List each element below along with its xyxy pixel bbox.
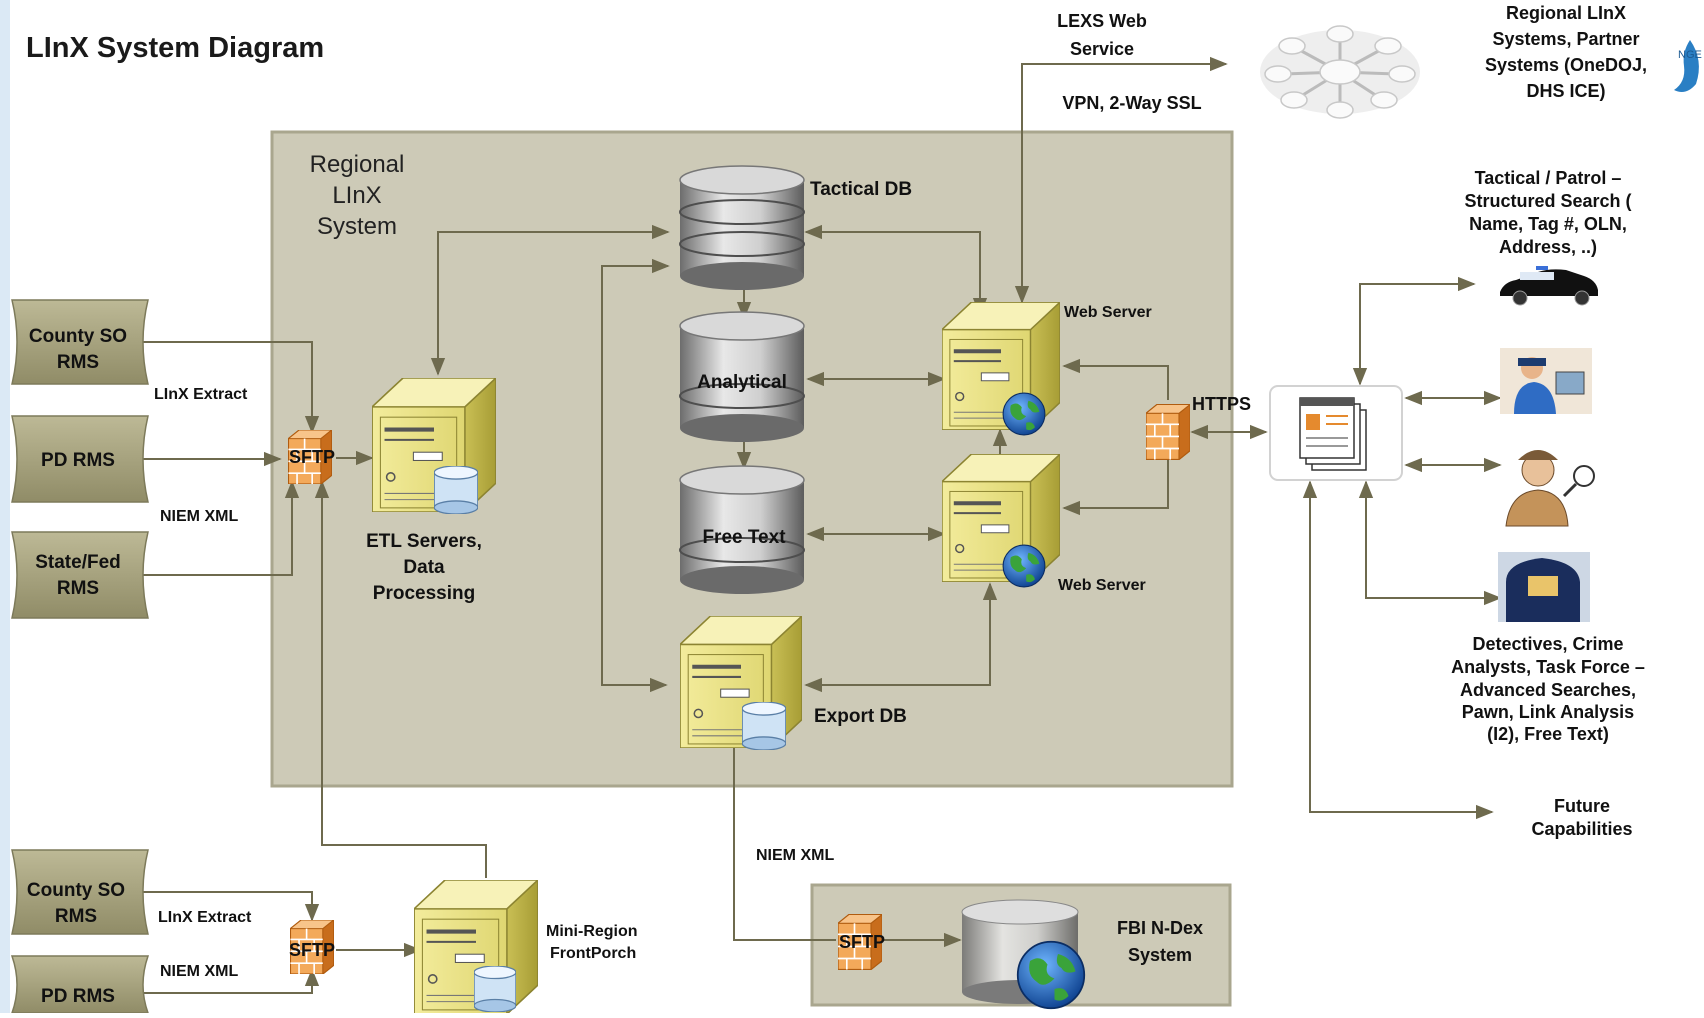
sftp-fbi-label: SFTP: [839, 932, 885, 952]
etl-server: ETL Servers, Data Processing: [366, 378, 496, 604]
web-server-1-label: Web Server: [1064, 304, 1152, 321]
database-icon: [742, 702, 786, 750]
sftp-fbi: SFTP: [838, 914, 885, 970]
tactical-users-label-3: Name, Tag #, OLN,: [1469, 214, 1627, 234]
partners-label-2: Systems, Partner: [1492, 29, 1639, 49]
detectives-label-5: (I2), Free Text): [1487, 724, 1609, 744]
globe-icon: [1016, 940, 1086, 1010]
fbi-label-2: System: [1128, 945, 1192, 965]
regional-partners: Regional LInX Systems, Partner Systems (…: [1485, 3, 1647, 101]
partners-label-4: DHS ICE): [1526, 81, 1605, 101]
etl-label-3: Processing: [373, 583, 475, 604]
logo-fragment: NGE: [1674, 40, 1702, 92]
fbi-database: FBI N-Dex System: [961, 899, 1203, 1010]
source-pd-rms-label: PD RMS: [41, 450, 115, 471]
sftp-bottom-label: SFTP: [289, 940, 335, 960]
tactical-users: Tactical / Patrol – Structured Search ( …: [1464, 168, 1631, 257]
source-pd-rms: PD RMS: [11, 415, 149, 503]
database-icon: [434, 466, 478, 514]
export-db: Export DB: [680, 616, 907, 750]
tactical-users-label-4: Address, ..): [1499, 237, 1597, 257]
officer-icon: [1500, 348, 1592, 414]
detectives-label-1: Detectives, Crime: [1472, 634, 1623, 654]
etl-label-1: ETL Servers,: [366, 531, 482, 552]
linx-extract-label: LInX Extract: [154, 386, 248, 403]
mini-region-server: Mini-Region FrontPorch: [414, 880, 638, 1013]
lexs-web-service: LEXS Web Service VPN, 2-Way SSL: [1057, 11, 1202, 113]
web-server-2-label: Web Server: [1058, 577, 1146, 594]
detectives-label-4: Pawn, Link Analysis: [1462, 702, 1634, 722]
mini-region-label-1: Mini-Region: [546, 923, 638, 940]
logo-fragment-text: NGE: [1678, 49, 1702, 61]
sftp-main-label: SFTP: [289, 447, 335, 467]
analytical-db: Analytical: [679, 311, 805, 442]
detectives-label-2: Analysts, Task Force –: [1451, 657, 1645, 677]
export-db-label: Export DB: [814, 706, 907, 727]
future-label-1: Future: [1554, 796, 1610, 816]
database-icon: [474, 966, 516, 1012]
region-label-2: LInX: [332, 182, 381, 209]
left-edge-decoration: [0, 0, 10, 1013]
partners-label-1: Regional LInX: [1506, 3, 1626, 23]
source-bottom-county-label-2: RMS: [55, 906, 97, 927]
diagram-title: LInX System Diagram: [26, 32, 324, 64]
https-label: HTTPS: [1192, 394, 1251, 414]
source-state-fed-label-1: State/Fed: [35, 552, 121, 573]
web-server-2: Web Server: [942, 454, 1146, 594]
future-capabilities: Future Capabilities: [1531, 796, 1632, 839]
police-car-icon: [1500, 266, 1598, 306]
sftp-bottom: SFTP: [289, 920, 335, 974]
database-icon: [679, 311, 805, 442]
connectors: [140, 56, 1502, 994]
lexs-label-3: VPN, 2-Way SSL: [1062, 93, 1201, 113]
lexs-label-1: LEXS Web: [1057, 11, 1147, 31]
linx-extract-bottom-label: LInX Extract: [158, 909, 252, 926]
task-force-icon: [1498, 552, 1590, 622]
source-county-so-label-2: RMS: [57, 352, 99, 373]
database-icon: [679, 165, 805, 290]
source-bottom-pd-rms-label: PD RMS: [41, 986, 115, 1007]
https-firewall: HTTPS: [1146, 394, 1251, 460]
globe-icon: [1002, 544, 1046, 588]
analytical-label: Analytical: [697, 372, 787, 393]
detectives-label-3: Advanced Searches,: [1460, 680, 1636, 700]
web-server-1: Web Server: [942, 302, 1152, 436]
globe-icon: [1002, 392, 1046, 436]
source-bottom-pd-rms: PD RMS: [10, 955, 150, 1014]
etl-label-2: Data: [403, 557, 445, 578]
niem-xml-label: NIEM XML: [160, 508, 238, 525]
region-label-1: Regional: [310, 151, 405, 178]
detective-icon: [1505, 450, 1595, 527]
mini-region-label-2: FrontPorch: [550, 945, 636, 962]
tactical-db-label: Tactical DB: [810, 179, 912, 200]
detectives-users: Detectives, Crime Analysts, Task Force –…: [1451, 634, 1645, 744]
source-county-so-rms: County SO RMS: [11, 299, 149, 385]
source-bottom-county-label-1: County SO: [27, 880, 125, 901]
sftp-main: SFTP: [288, 430, 335, 484]
source-state-fed-rms: State/Fed RMS: [11, 531, 149, 619]
web-app: [1269, 385, 1403, 481]
future-label-2: Capabilities: [1531, 819, 1632, 839]
source-bottom-county-so-rms: County SO RMS: [11, 849, 149, 935]
source-state-fed-label-2: RMS: [57, 578, 99, 599]
database-icon: [679, 465, 805, 594]
tactical-db: Tactical DB: [679, 165, 912, 290]
niem-xml-bottom-label: NIEM XML: [160, 963, 238, 980]
free-text-db: Free Text: [679, 465, 805, 594]
network-icon: [1260, 25, 1420, 119]
source-county-so-label-1: County SO: [29, 326, 127, 347]
fbi-label-1: FBI N-Dex: [1117, 918, 1203, 938]
region-label-3: System: [317, 213, 397, 240]
lexs-label-2: Service: [1070, 39, 1134, 59]
tactical-users-label-2: Structured Search (: [1464, 191, 1631, 211]
niem-xml-export-label: NIEM XML: [756, 847, 834, 864]
firewall-icon: [1146, 404, 1190, 460]
partners-label-3: Systems (OneDOJ,: [1485, 55, 1647, 75]
web-app-icon: [1299, 397, 1367, 471]
free-text-label: Free Text: [702, 527, 786, 548]
tactical-users-label-1: Tactical / Patrol –: [1475, 168, 1622, 188]
